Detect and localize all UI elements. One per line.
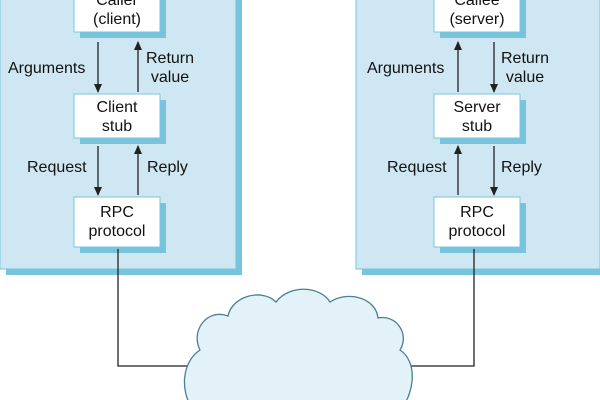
client-network-line xyxy=(117,249,196,367)
server-request-label: Request xyxy=(387,159,447,176)
callee-label: Callee (server) xyxy=(434,0,520,29)
server-arguments-label: Arguments xyxy=(367,60,445,77)
client-return-value-label: Return value xyxy=(146,49,194,87)
server-rpc-protocol-label: RPC protocol xyxy=(434,203,520,241)
client-reply-label: Reply xyxy=(147,159,188,176)
client-return-label-line2: value xyxy=(150,69,190,86)
server-rpc-protocol-box xyxy=(433,196,526,253)
caller-label-line2: (client) xyxy=(92,11,141,28)
server-stub-label-line2: stub xyxy=(461,118,493,135)
server-protocol-label-line1: RPC xyxy=(460,204,494,221)
client-return-label-line1: Return xyxy=(146,50,195,67)
server-stub-label: Server stub xyxy=(434,98,520,136)
server-return-label-line2: value xyxy=(505,69,545,86)
server-protocol-label-line2: protocol xyxy=(448,223,506,240)
client-rpc-protocol-label: RPC protocol xyxy=(74,203,160,241)
server-return-label-line1: Return xyxy=(501,50,550,67)
server-stub-label-line1: Server xyxy=(453,99,501,116)
server-reply-label: Reply xyxy=(501,159,542,176)
client-arguments-label: Arguments xyxy=(8,60,86,77)
client-rpc-protocol-box xyxy=(73,196,166,253)
caller-label: Caller (client) xyxy=(74,0,160,29)
server-return-value-label: Return value xyxy=(501,49,549,87)
callee-box xyxy=(433,0,526,38)
client-protocol-label-line2: protocol xyxy=(88,223,146,240)
callee-label-line2: (server) xyxy=(449,11,505,28)
client-stub-box xyxy=(73,93,166,144)
client-stub-label: Client stub xyxy=(74,98,160,136)
client-stub-label-line1: Client xyxy=(96,99,138,116)
client-request-label: Request xyxy=(27,159,87,176)
callee-label-line1: Callee xyxy=(454,0,500,9)
server-stub-box xyxy=(433,93,526,144)
server-network-line xyxy=(396,249,475,367)
caller-box xyxy=(73,0,166,38)
caller-label-line1: Caller xyxy=(96,0,138,9)
network-cloud xyxy=(183,288,413,400)
client-stub-label-line2: stub xyxy=(101,118,133,135)
client-protocol-label-line1: RPC xyxy=(100,204,134,221)
